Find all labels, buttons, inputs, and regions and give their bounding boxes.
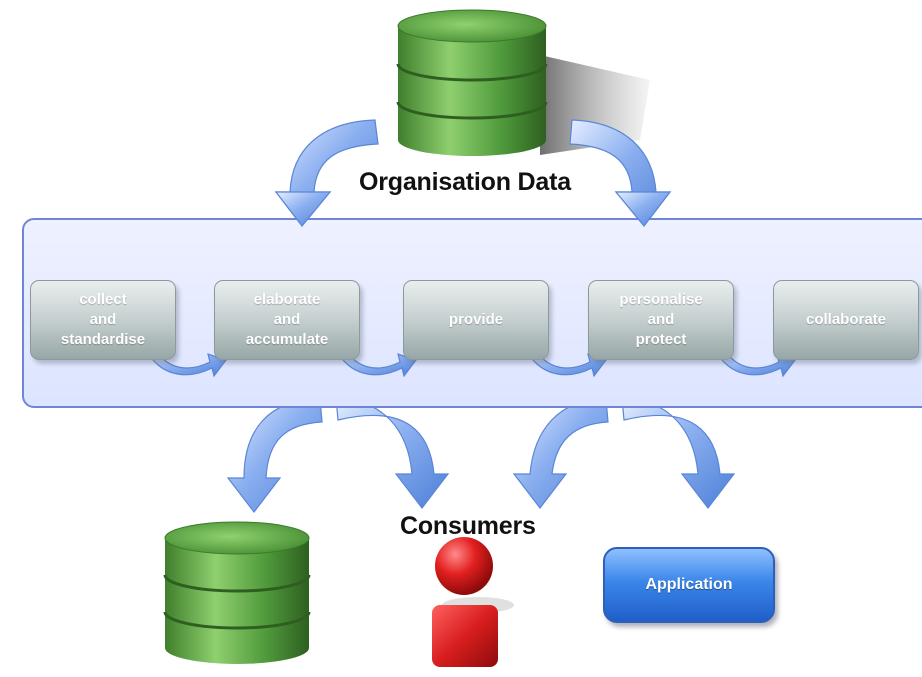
database-shadow [540,55,650,155]
curved-arrow-icon [718,351,796,378]
curved-arrow-icon [335,397,450,509]
consumer-database-icon [163,521,311,664]
step-elaborate-and-accumulate: elaborate and accumulate [214,280,360,360]
curved-arrow-icon [621,397,736,509]
application-box: Application [603,547,775,623]
step-provide: provide [403,280,549,360]
curved-arrow-icon [226,397,323,513]
curved-arrow-icon [149,351,227,378]
consumers-label: Consumers [400,512,536,540]
organisation-data-label: Organisation Data [359,168,571,196]
curved-arrow-icon [614,191,672,227]
step-collaborate: collaborate [773,280,919,360]
application-label: Application [645,576,733,593]
curved-arrow-icon [529,351,607,378]
step-collect-and-standardise: collect and standardise [30,280,176,360]
curved-arrow-icon [512,397,609,509]
step-personalise-and-protect: personalise and protect [588,280,734,360]
curved-arrow-icon [274,191,332,227]
curved-arrow-icon [339,351,417,378]
database-icon [396,9,548,156]
person-icon [432,537,514,667]
